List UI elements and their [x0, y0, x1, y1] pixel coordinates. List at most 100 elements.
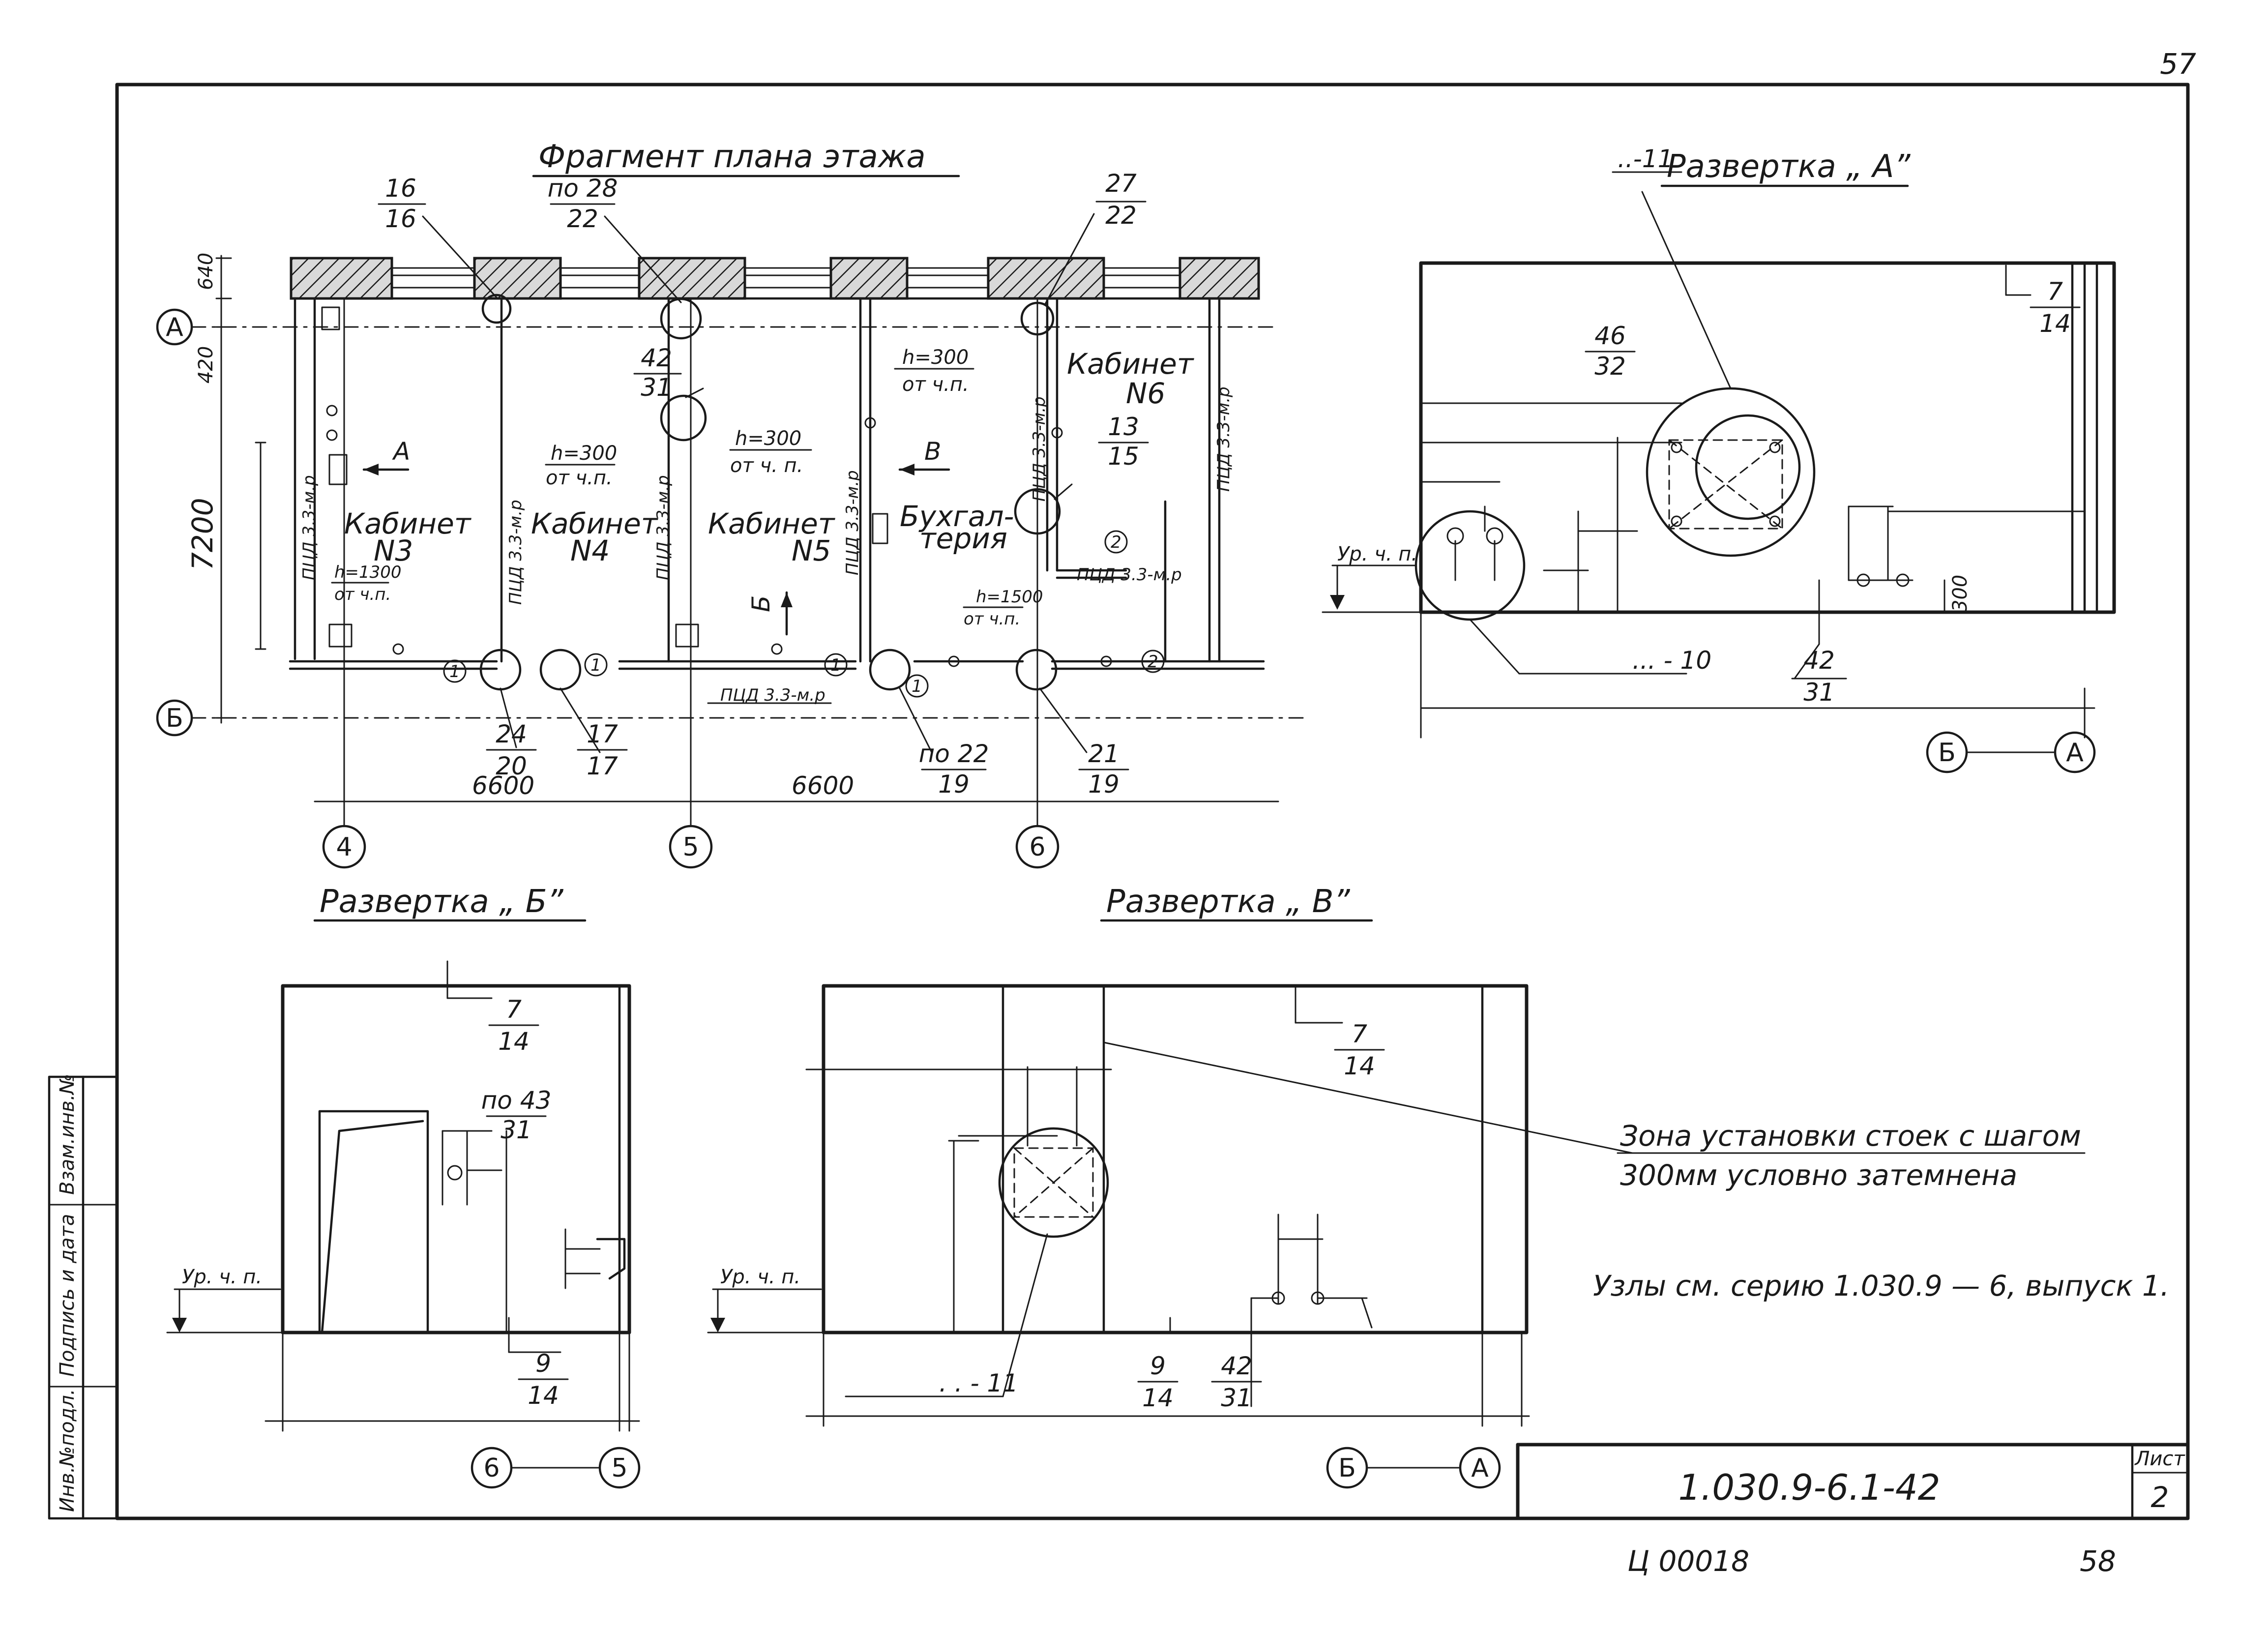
pipe-label-h2: ПЦД 3.3-м.р	[720, 685, 825, 705]
room-k4-num: N4	[570, 534, 610, 567]
pipe-label-2: ПЦД 3.3-м.р	[506, 500, 526, 605]
footer-order: Ц 00018	[1627, 1544, 1749, 1578]
title-block-sheet-label: Лист	[2134, 1448, 2185, 1470]
footer-page: 58	[2080, 1544, 2116, 1578]
svg-text:42: 42	[641, 344, 672, 372]
plan-callout-22: по 22 19	[919, 740, 989, 799]
view-arrow-v-label: В	[924, 437, 941, 466]
svg-text:14: 14	[1344, 1052, 1375, 1080]
razvertka-a: Развертка „ А”	[1322, 145, 2116, 773]
razv-a-label-11: ..-11	[1618, 145, 1673, 173]
marker-1a: 1	[449, 662, 460, 682]
note-h300-2: h=300	[735, 427, 801, 450]
svg-text:19: 19	[1088, 770, 1119, 799]
view-arrow-a-label: А	[392, 437, 410, 466]
note-h1300: h=1300	[334, 563, 402, 582]
axis-bubble-4: 4	[322, 825, 366, 869]
razv-v-label-11: . . - 11	[939, 1369, 1018, 1397]
svg-text:7: 7	[506, 995, 522, 1024]
razv-b-level-label: Ур. ч. п.	[182, 1266, 262, 1288]
dim-420: 420	[195, 346, 217, 384]
note-h300-2b: от ч. п.	[730, 454, 803, 477]
svg-text:А: А	[166, 313, 183, 342]
svg-text:Б: Б	[166, 704, 183, 733]
room-k6-num: N6	[1126, 377, 1165, 410]
note-h300-3: h=300	[902, 346, 969, 369]
svg-text:24: 24	[496, 720, 527, 748]
room-k3-name: Кабинет	[344, 507, 472, 540]
razv-b-axis-5: 5	[598, 1447, 641, 1489]
svg-text:14: 14	[1142, 1384, 1174, 1412]
svg-text:14: 14	[2039, 309, 2071, 338]
svg-text:Б: Б	[1338, 1453, 1356, 1483]
svg-text:31: 31	[1221, 1384, 1252, 1412]
svg-text:А: А	[1471, 1453, 1489, 1483]
razv-b-axis-6: 6	[471, 1447, 513, 1489]
razv-a-callout-7: 7 14	[2030, 277, 2081, 338]
note-zone-line1: Зона установки стоек с шагом	[1620, 1119, 2081, 1153]
svg-text:Б: Б	[1938, 738, 1956, 768]
marker-1d: 1	[912, 677, 922, 696]
plan-callout-24: 24 20	[486, 720, 537, 780]
note-h1500b: от ч.п.	[964, 609, 1020, 629]
note-h300-3b: от ч.п.	[902, 373, 969, 396]
svg-text:31: 31	[641, 373, 672, 402]
pipe-label-3: ПЦД 3.3-м.р	[653, 475, 673, 580]
razv-a-title: Развертка „ А”	[1667, 148, 1911, 185]
razv-v-callout-9: 9 14	[1137, 1352, 1178, 1412]
title-block-sheet-number: 2	[2151, 1481, 2169, 1514]
svg-text:5: 5	[611, 1453, 627, 1483]
svg-text:16: 16	[385, 174, 416, 203]
razv-v-axis-a: А	[1459, 1447, 1501, 1489]
note-h300-1b: от ч.п.	[546, 467, 613, 489]
pipe-label-4: ПЦД 3.3-м.р	[843, 470, 862, 575]
stamp-podpis-data: Подпись и дата	[56, 1214, 79, 1377]
razv-a-callout-42: 42 31	[1791, 646, 1847, 707]
marker-1c: 1	[830, 655, 841, 675]
title-block-code: 1.030.9-6.1-42	[1679, 1467, 1941, 1508]
razv-a-level-label: Ур. ч. п.	[1337, 543, 1417, 565]
svg-text:14: 14	[498, 1027, 530, 1056]
razv-a-label-10: ... - 10	[1632, 646, 1711, 675]
svg-text:5: 5	[682, 832, 699, 862]
note-nodes: Узлы см. серию 1.030.9 — 6, выпуск 1.	[1593, 1269, 2169, 1303]
marker-2a: 2	[1111, 533, 1121, 552]
note-h300-1: h=300	[551, 442, 617, 465]
marker-1b: 1	[590, 655, 601, 675]
svg-text:22: 22	[567, 205, 598, 233]
room-k4-name: Кабинет	[531, 507, 659, 540]
axis-bubble-5: 5	[669, 825, 713, 869]
axis-bubble-6: 6	[1015, 825, 1060, 869]
note-h1500: h=1500	[976, 587, 1043, 607]
room-k5-num: N5	[792, 534, 831, 567]
sheet-frame	[48, 83, 2190, 1520]
razv-v-title: Развертка „ В”	[1106, 884, 1350, 920]
svg-text:15: 15	[1108, 442, 1139, 471]
svg-text:42: 42	[1803, 646, 1835, 675]
stamp-inv-podl: Инв.№подл.	[56, 1389, 79, 1512]
svg-text:13: 13	[1108, 413, 1139, 441]
svg-text:9: 9	[535, 1349, 551, 1378]
razvertka-v: Развертка „ В”	[707, 884, 2086, 1489]
svg-text:по 22: по 22	[919, 740, 989, 768]
dim-6600-b: 6600	[792, 771, 854, 800]
note-zone-line2: 300мм условно затемнена	[1620, 1158, 2017, 1192]
svg-text:42: 42	[1221, 1352, 1252, 1380]
room-k3-num: N3	[374, 534, 413, 567]
razv-b-callout-43: по 43 31	[481, 1086, 552, 1144]
dim-6600-a: 6600	[472, 771, 534, 800]
svg-text:20: 20	[496, 752, 527, 780]
svg-text:6: 6	[483, 1453, 500, 1483]
svg-text:19: 19	[938, 770, 970, 799]
plan-title: Фрагмент плана этажа	[538, 139, 926, 175]
floor-plan-fragment: Фрагмент плана этажа	[156, 139, 1304, 869]
razv-v-callout-42: 42 31	[1211, 1352, 1262, 1412]
razv-b-callout-9: 9 14	[518, 1349, 569, 1410]
svg-text:6: 6	[1029, 832, 1045, 862]
svg-text:17: 17	[587, 720, 618, 748]
axis-bubble-a: А	[156, 308, 193, 346]
svg-text:27: 27	[1105, 169, 1137, 198]
svg-text:по 28: по 28	[548, 174, 618, 203]
svg-text:22: 22	[1105, 201, 1137, 230]
